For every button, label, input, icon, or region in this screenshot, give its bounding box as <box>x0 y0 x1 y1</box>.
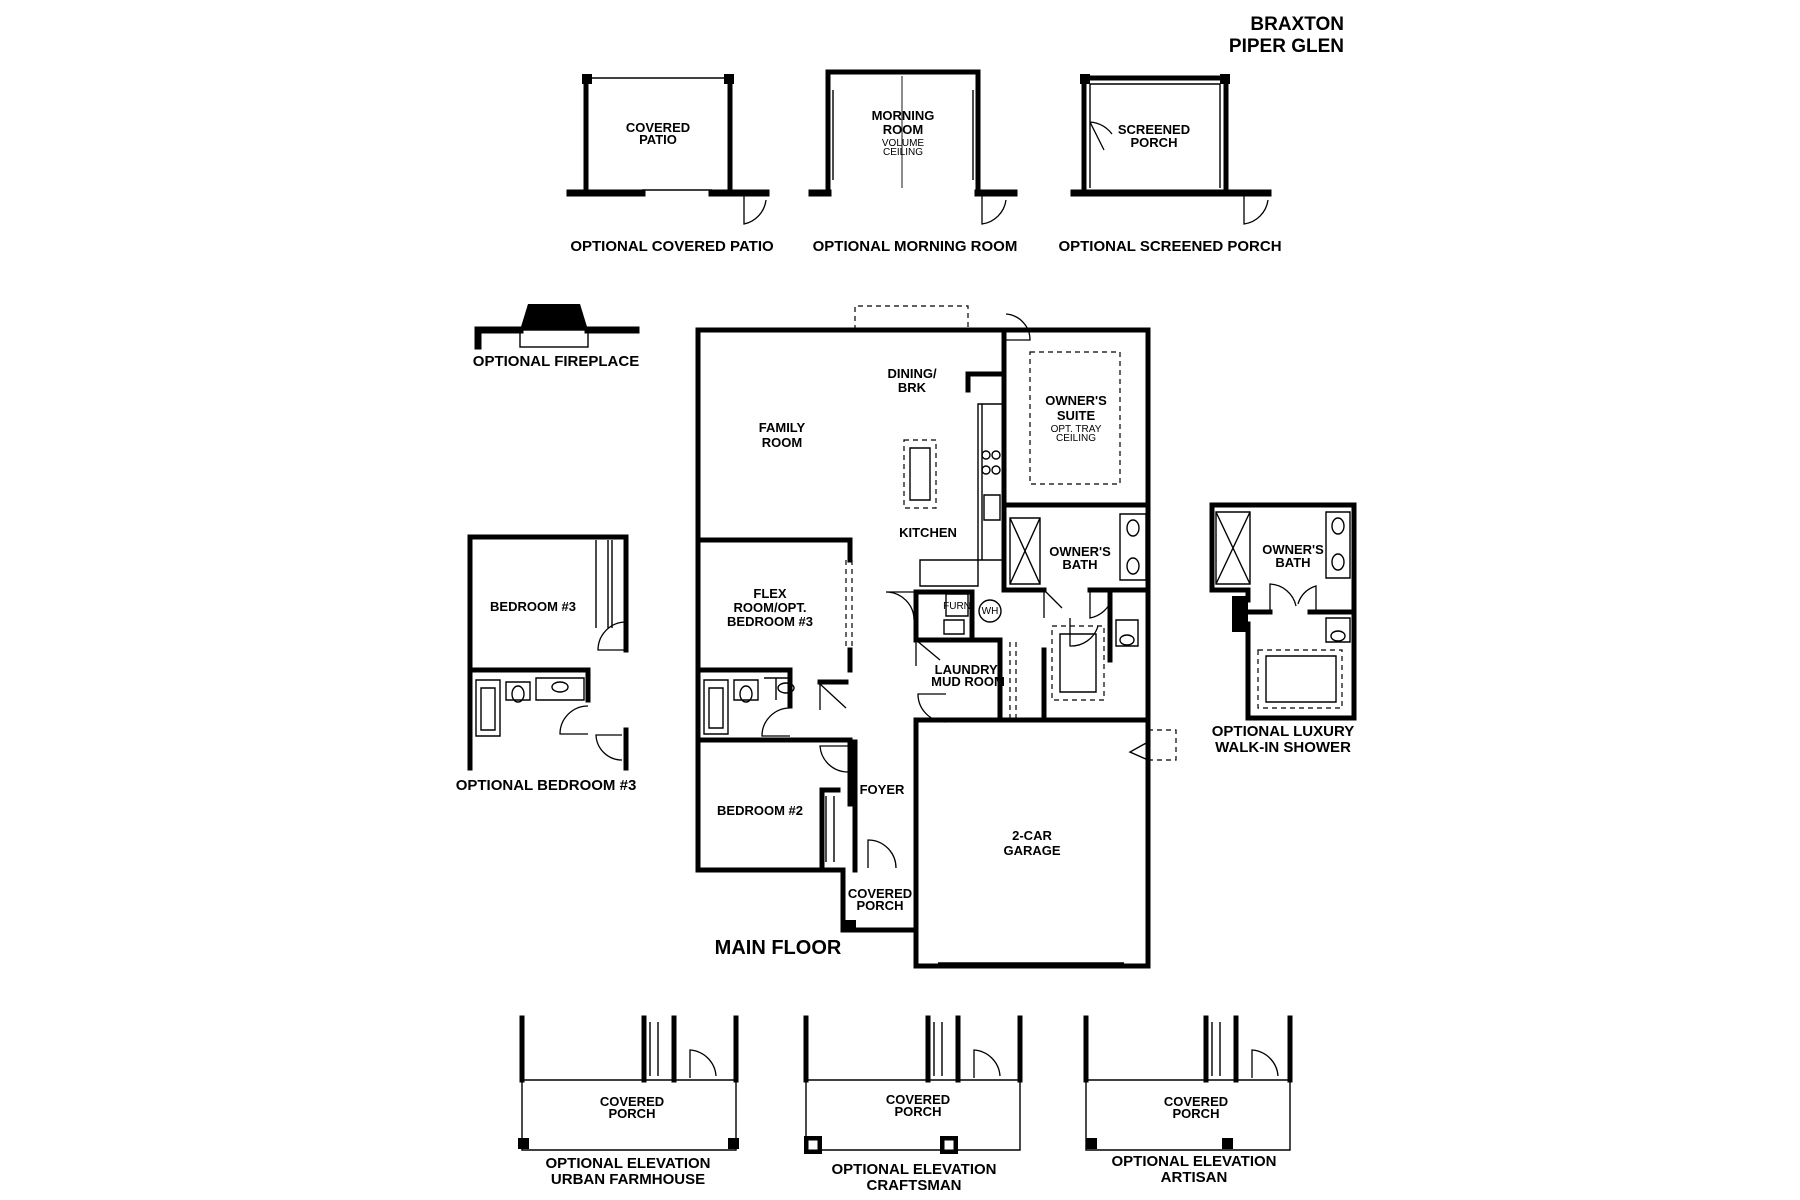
elevation-artisan: COVERED PORCH OPTIONAL ELEVATION ARTISAN <box>1083 1015 1293 1186</box>
label-family-2: ROOM <box>762 435 802 450</box>
label-wh: WH <box>982 606 999 617</box>
label-bedroom2: BEDROOM #2 <box>717 803 803 818</box>
label-family-1: FAMILY <box>759 420 806 435</box>
label-kitchen: KITCHEN <box>899 525 957 540</box>
label-covered-porch-1: COVERED <box>848 886 912 901</box>
morning-room-note-2: CEILING <box>883 147 923 158</box>
plan-name: BRAXTON <box>1250 14 1344 35</box>
label-dining-1: DINING/ <box>887 366 937 381</box>
craftsman-porch-2: PORCH <box>895 1104 942 1119</box>
craftsman-porch-1: COVERED <box>886 1092 950 1107</box>
morning-room-label-1: MORNING <box>872 108 935 123</box>
caption-screened-porch: OPTIONAL SCREENED PORCH <box>1058 238 1281 255</box>
option-bedroom3-label: BEDROOM #3 <box>490 599 576 614</box>
shower-owners-bath-2: BATH <box>1275 555 1310 570</box>
option-bedroom-3: BEDROOM #3 OPTIONAL BEDROOM #3 <box>456 534 637 794</box>
label-owners-bath-1: OWNER'S <box>1049 544 1111 559</box>
caption-urban-farmhouse-2: URBAN FARMHOUSE <box>551 1171 705 1188</box>
label-owners-suite-note-1: OPT. TRAY <box>1051 424 1102 435</box>
label-covered-porch-2: PORCH <box>857 898 904 913</box>
screened-porch-label-1: SCREENED <box>1118 122 1190 137</box>
label-furn: FURN <box>943 601 971 612</box>
option-luxury-shower: OWNER'S BATH OPTIONAL LUXURY WALK-IN SHO… <box>1209 502 1357 756</box>
label-owners-suite-1: OWNER'S <box>1045 393 1107 408</box>
caption-shower-1: OPTIONAL LUXURY <box>1212 723 1355 740</box>
label-garage-1: 2-CAR <box>1012 828 1052 843</box>
label-flex-2: ROOM/OPT. <box>734 600 807 615</box>
label-laundry-1: LAUNDRY/ <box>935 662 1002 677</box>
label-owners-bath-2: BATH <box>1062 557 1097 572</box>
label-flex-3: BEDROOM #3 <box>727 614 813 629</box>
elevation-urban-farmhouse: COVERED PORCH OPTIONAL ELEVATION URBAN F… <box>518 1015 739 1188</box>
caption-shower-2: WALK-IN SHOWER <box>1215 739 1351 756</box>
label-foyer: FOYER <box>860 782 905 797</box>
community-name: PIPER GLEN <box>1229 36 1344 57</box>
label-laundry-2: MUD ROOM <box>931 674 1005 689</box>
urban-farmhouse-porch-1: COVERED <box>600 1094 664 1109</box>
caption-urban-farmhouse-1: OPTIONAL ELEVATION <box>545 1155 710 1172</box>
artisan-porch-2: PORCH <box>1173 1106 1220 1121</box>
option-screened-porch: SCREENED PORCH OPTIONAL SCREENED PORCH <box>1058 74 1282 255</box>
label-flex-1: FLEX <box>753 586 787 601</box>
urban-farmhouse-porch-2: PORCH <box>609 1106 656 1121</box>
caption-morning-room: OPTIONAL MORNING ROOM <box>813 238 1018 255</box>
caption-craftsman-1: OPTIONAL ELEVATION <box>831 1161 996 1178</box>
caption-option-bedroom3: OPTIONAL BEDROOM #3 <box>456 777 637 794</box>
screened-porch-label-2: PORCH <box>1131 135 1178 150</box>
covered-patio-label-1: COVERED <box>626 120 690 135</box>
label-dining-2: BRK <box>898 380 927 395</box>
shower-owners-bath-1: OWNER'S <box>1262 542 1324 557</box>
caption-fireplace: OPTIONAL FIREPLACE <box>473 353 639 370</box>
main-floor-title: MAIN FLOOR <box>715 937 842 959</box>
elevation-craftsman: COVERED PORCH OPTIONAL ELEVATION CRAFTSM… <box>803 1015 1023 1194</box>
label-owners-suite-note-2: CEILING <box>1056 433 1096 444</box>
plan-header: BRAXTON PIPER GLEN <box>1229 14 1344 57</box>
option-covered-patio: COVERED PATIO OPTIONAL COVERED PATIO <box>566 74 774 255</box>
label-owners-suite-2: SUITE <box>1057 408 1096 423</box>
covered-patio-label-2: PATIO <box>639 132 677 147</box>
option-fireplace: OPTIONAL FIREPLACE <box>473 304 640 370</box>
caption-artisan-1: OPTIONAL ELEVATION <box>1111 1153 1276 1170</box>
caption-covered-patio: OPTIONAL COVERED PATIO <box>570 238 774 255</box>
main-floor-plan: DINING/ BRK FAMILY ROOM OWNER'S SUITE OP… <box>695 305 1177 969</box>
artisan-porch-1: COVERED <box>1164 1094 1228 1109</box>
caption-craftsman-2: CRAFTSMAN <box>867 1177 962 1194</box>
morning-room-note-1: VOLUME <box>882 138 925 149</box>
caption-artisan-2: ARTISAN <box>1161 1169 1228 1186</box>
label-garage-2: GARAGE <box>1003 843 1060 858</box>
option-morning-room: MORNING ROOM VOLUME CEILING OPTIONAL MOR… <box>808 69 1018 255</box>
morning-room-label-2: ROOM <box>883 122 923 137</box>
